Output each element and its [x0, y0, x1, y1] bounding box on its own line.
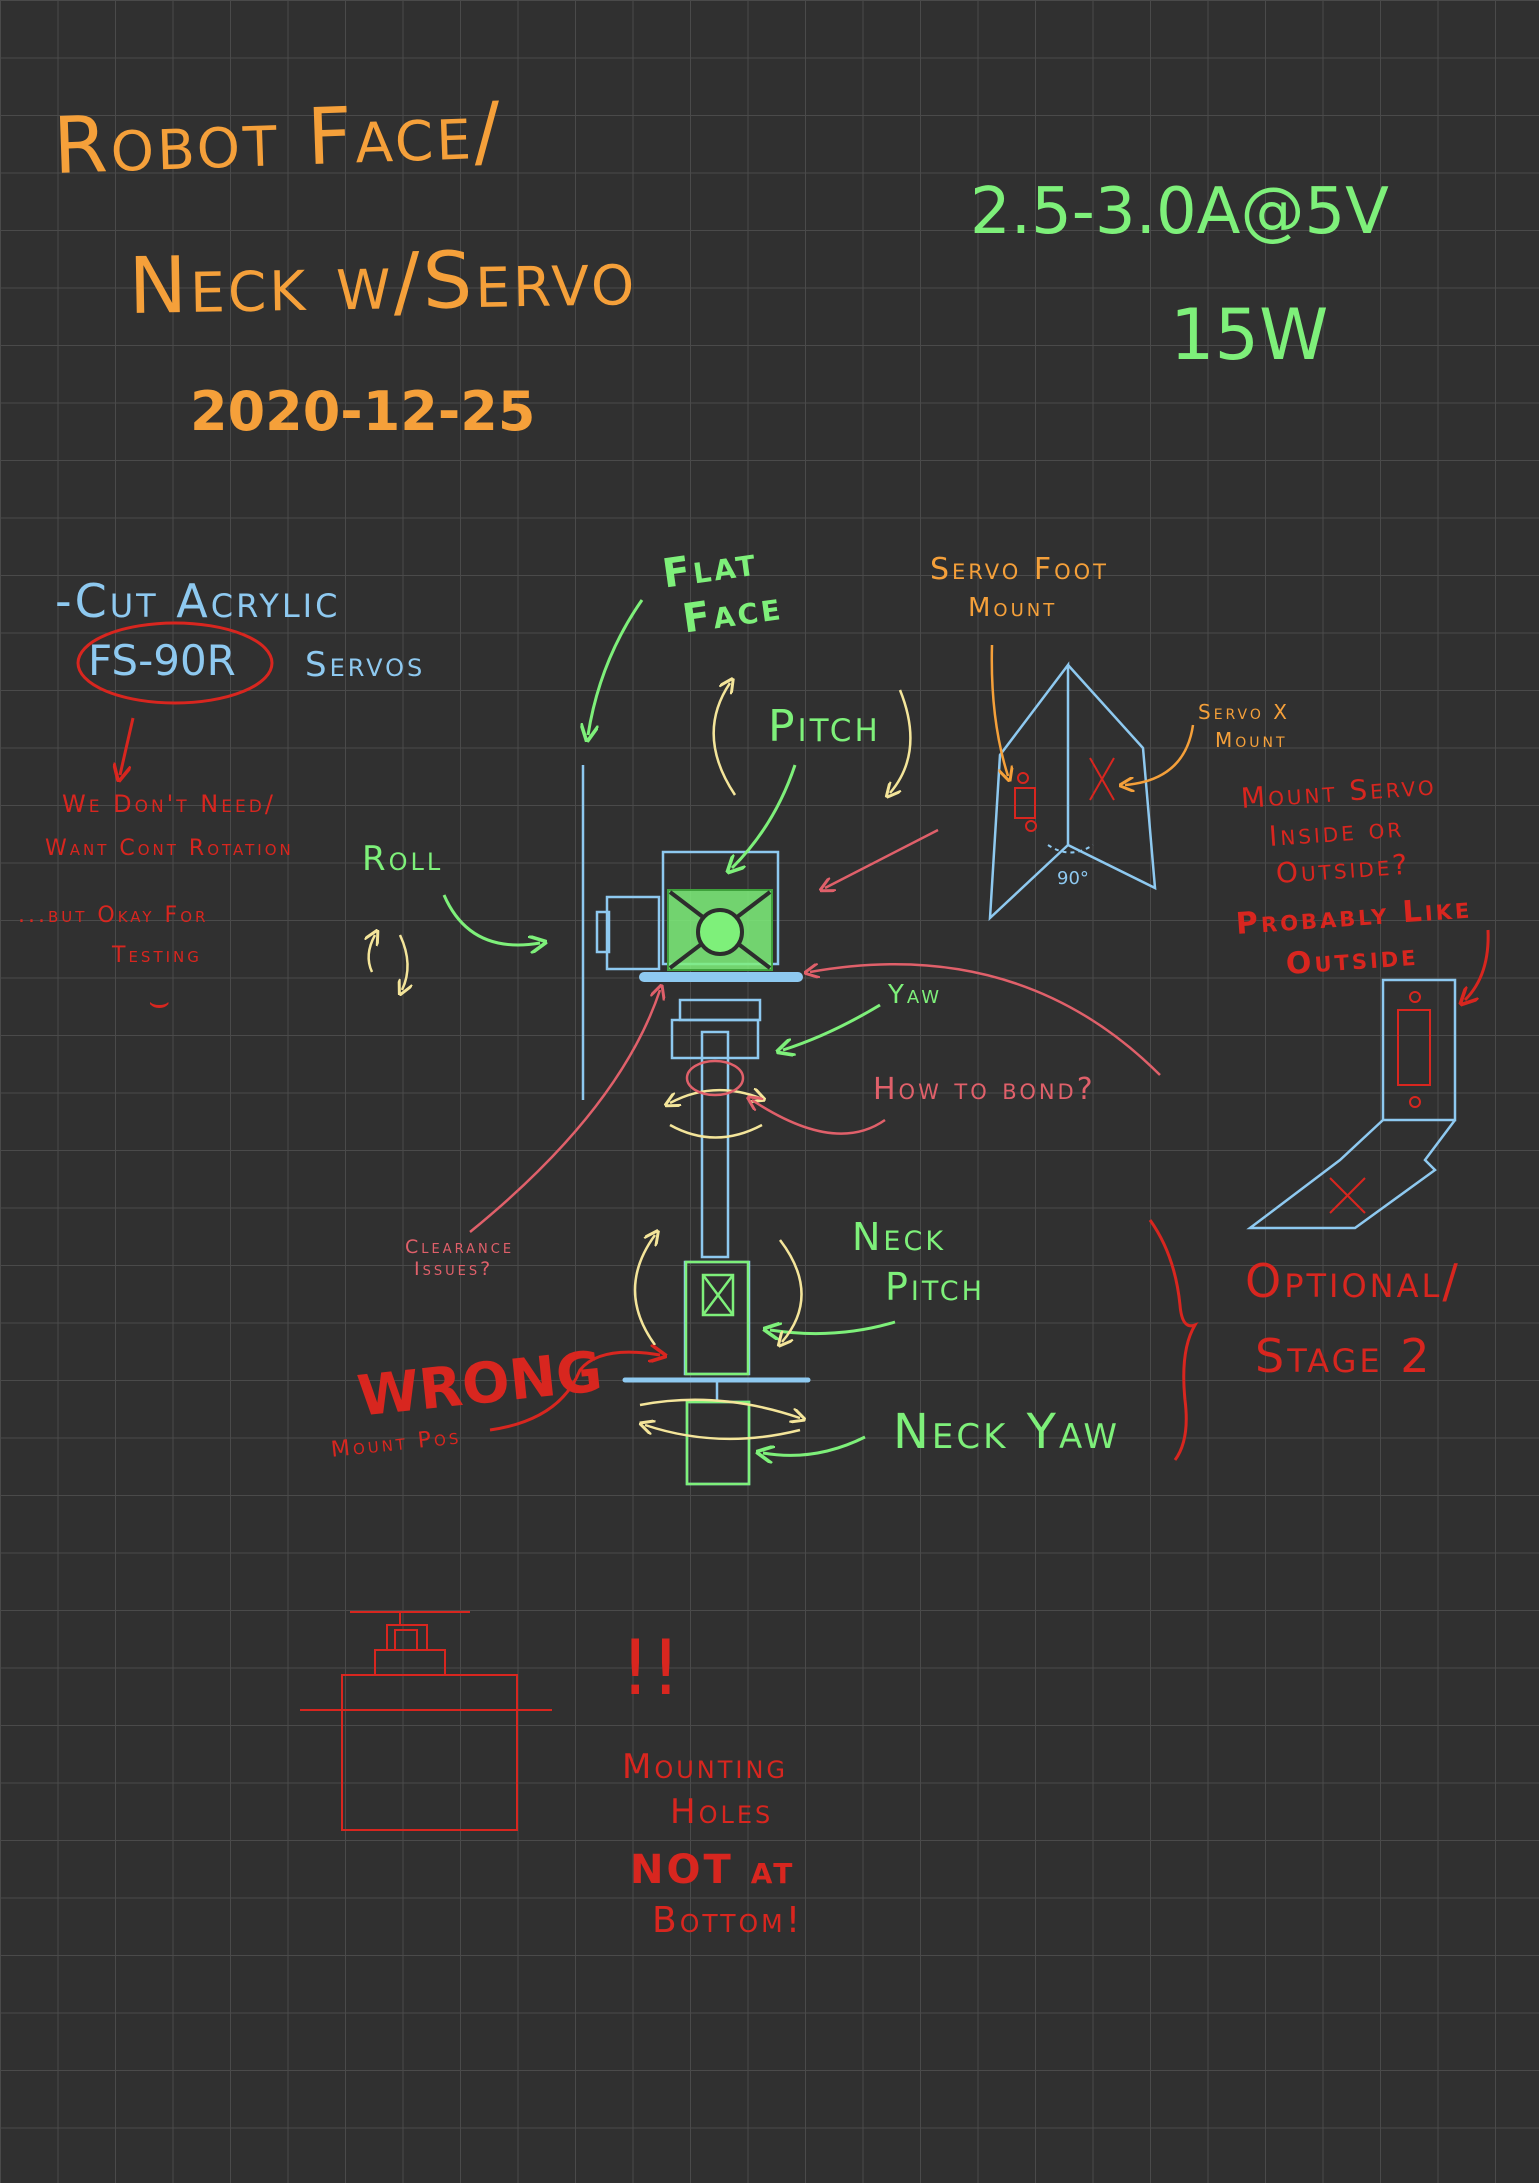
neck-upper-servo — [680, 1000, 760, 1020]
flat-face-arrow — [588, 600, 642, 735]
label-angle: 90° — [1057, 870, 1089, 888]
label-servo-x-1: Servo X — [1198, 702, 1290, 722]
label-neck-pitch-1: Neck — [852, 1218, 946, 1256]
note-dont-need: We Don't Need/ — [62, 792, 276, 816]
title-date: 2020-12-25 — [190, 385, 535, 439]
l-bracket-marks — [1330, 992, 1430, 1213]
neck-upper-block — [672, 1020, 758, 1058]
face-assembly — [583, 765, 778, 1484]
material-servo-part: FS-90R — [88, 640, 236, 682]
label-clearance-2: Issues? — [414, 1260, 493, 1279]
label-clearance-1: Clearance — [405, 1238, 514, 1257]
optional-brace — [1150, 1220, 1195, 1460]
fs90r-down-arrow — [120, 718, 133, 775]
material-servo-rest: Servos — [305, 648, 425, 682]
label-holes-1: Mounting — [622, 1750, 788, 1784]
label-optional-1: Optional/ — [1245, 1258, 1461, 1304]
label-holes-3: NOT at — [630, 1850, 795, 1890]
pitch-servo-x — [668, 890, 772, 970]
yellow-rotation-arrows — [369, 683, 911, 1439]
neck-column — [702, 1032, 728, 1257]
roll-arrow — [444, 895, 540, 945]
title-line1: Robot Face/ — [52, 92, 504, 186]
clearance-arrow — [470, 990, 660, 1232]
neck-pitch-servo — [685, 1262, 749, 1374]
power-watts: 15W — [1170, 300, 1328, 370]
neck-yaw-arrow — [763, 1437, 865, 1455]
label-how-to-bond: How to bond? — [873, 1075, 1096, 1105]
bond-arrow — [752, 1100, 885, 1134]
mount-to-housing-arrow — [825, 830, 938, 888]
probably-arrow — [1465, 930, 1488, 1000]
title-line2: Neck w/Servo — [128, 239, 638, 326]
note-testing: Testing — [112, 945, 202, 967]
neck-yaw-servo — [687, 1402, 749, 1484]
outside-to-plate-arrow — [810, 964, 1160, 1075]
servo-x-arrow — [1125, 725, 1193, 785]
note-smile: ⌣ — [148, 985, 170, 1019]
servo-mounting-holes-sketch — [300, 1612, 552, 1830]
note-okay-for: ...but Okay For — [18, 905, 208, 927]
label-roll: Roll — [362, 842, 443, 876]
label-servo-x-2: Mount — [1215, 730, 1288, 750]
label-neck-yaw: Neck Yaw — [893, 1408, 1120, 1456]
label-neck-pitch-2: Pitch — [885, 1268, 985, 1306]
neck-green-outlines — [686, 1262, 749, 1484]
label-holes-4: Bottom! — [652, 1903, 803, 1939]
material-acrylic: -Cut Acrylic — [55, 578, 340, 624]
note-cont-rotation: Want Cont Rotation — [45, 838, 294, 860]
servo-foot-marks — [1015, 758, 1114, 831]
label-probably-2: Outside — [1285, 941, 1419, 980]
label-servo-foot-2: Mount — [968, 595, 1057, 621]
yaw-arrow — [783, 1005, 880, 1050]
pink-arrows — [470, 830, 1160, 1232]
roll-servo-body — [607, 897, 659, 969]
label-bang: !! — [620, 1630, 681, 1706]
label-servo-foot-1: Servo Foot — [930, 555, 1109, 585]
label-optional-2: Stage 2 — [1255, 1333, 1433, 1379]
label-holes-2: Holes — [670, 1795, 773, 1829]
label-yaw: Yaw — [888, 982, 942, 1008]
power-current: 2.5-3.0A@5V — [970, 180, 1389, 244]
label-pitch: Pitch — [768, 705, 881, 749]
